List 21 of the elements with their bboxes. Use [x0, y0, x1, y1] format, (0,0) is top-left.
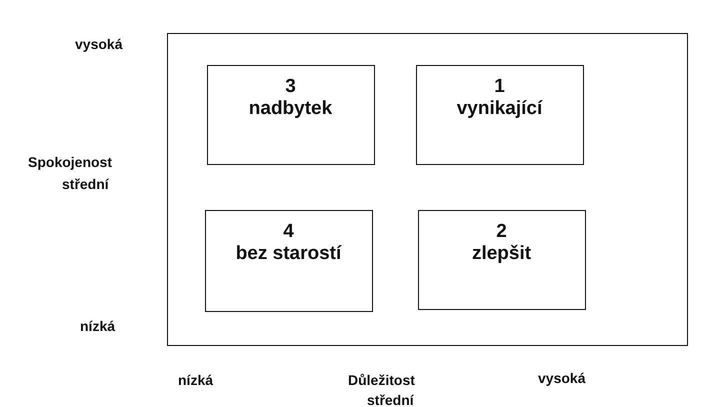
quadrant-label: nadbytek: [248, 98, 334, 120]
quadrant-label: vynikající: [456, 98, 544, 120]
axis-level-label: vysoká: [75, 36, 122, 52]
quadrant-label: bez starostí: [234, 242, 343, 264]
axis-level-label: nízká: [178, 372, 214, 388]
quadrant-number: 4: [282, 220, 295, 242]
quadrant-number: 1: [493, 76, 506, 98]
axis-level-label: nízká: [80, 318, 116, 334]
axis-level-label: střední: [62, 176, 109, 192]
axis-level-label: střední: [367, 392, 414, 407]
quadrant-box: [206, 64, 374, 164]
quadrant-box: [418, 210, 586, 310]
axis-title: Důležitost: [348, 372, 415, 388]
quadrant-box: [416, 64, 584, 164]
quadrant-box: [204, 210, 372, 312]
axis-level-label: vysoká: [538, 370, 586, 386]
axis-title: Spokojenost: [28, 154, 112, 170]
quadrant-number: 2: [495, 220, 508, 242]
quadrant-frame: [167, 33, 688, 346]
quadrant-number: 3: [284, 76, 297, 98]
quadrant-label: zlepšit: [470, 242, 532, 264]
